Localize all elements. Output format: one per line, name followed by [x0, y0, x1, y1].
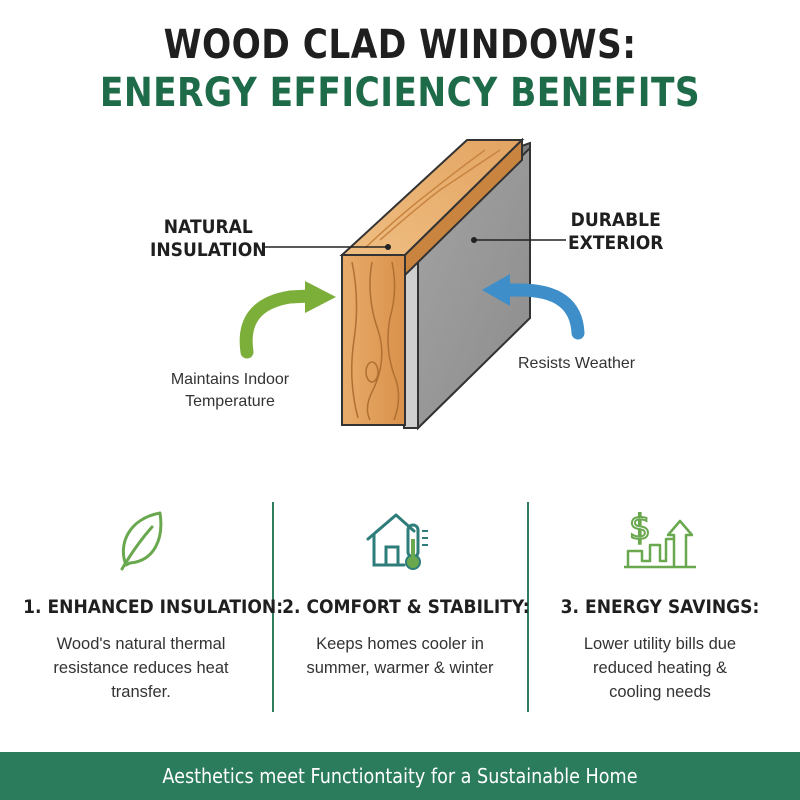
benefit-text: Lower utility bills due reduced heating …: [583, 635, 737, 701]
blue-curved-arrow-icon: [482, 274, 585, 340]
dollar-growth-icon: $: [529, 500, 791, 580]
benefit-column-savings: $ 3. ENERGY SAVINGS: Lower utility bills…: [529, 500, 791, 704]
svg-text:$: $: [629, 508, 651, 548]
house-thermometer-icon: [269, 500, 531, 580]
benefit-column-comfort: 2. COMFORT & STABILITY: Keeps homes cool…: [269, 500, 531, 680]
natural-insulation-label: NATURAL INSULATION: [150, 216, 267, 261]
leaf-icon: [10, 500, 272, 580]
green-curved-arrow-icon: [239, 281, 336, 359]
benefit-column-insulation: 1. ENHANCED INSULATION: Wood's natural t…: [10, 500, 284, 704]
column-divider: [527, 502, 529, 712]
column-divider: [272, 502, 274, 712]
title-line-2: ENERGY EFFICIENCY BENEFITS: [99, 70, 701, 116]
footer-banner: Aesthetics meet Functiontaity for a Sust…: [0, 752, 800, 800]
banner-text: Aesthetics meet Functiontaity for a Sust…: [162, 764, 638, 788]
resists-weather-note: Resists Weather: [518, 355, 636, 372]
title-line-1: WOOD CLAD WINDOWS:: [163, 22, 637, 68]
aluminum-cladding-panel: [403, 141, 531, 431]
wood-frame-block: [339, 137, 525, 426]
benefit-heading: 3. ENERGY SAVINGS:: [560, 596, 760, 618]
benefit-text: Keeps homes cooler in summer, warmer & w…: [306, 635, 494, 677]
window-cross-section-diagram: [239, 137, 585, 431]
benefit-heading: 1. ENHANCED INSULATION:: [23, 596, 284, 618]
benefit-heading: 2. COMFORT & STABILITY:: [282, 596, 530, 618]
durable-exterior-label: DURABLE EXTERIOR: [568, 209, 664, 254]
benefit-text: Wood's natural thermal resistance reduce…: [53, 635, 229, 701]
maintains-temperature-note: Maintains Indoor Temperature: [170, 371, 290, 410]
